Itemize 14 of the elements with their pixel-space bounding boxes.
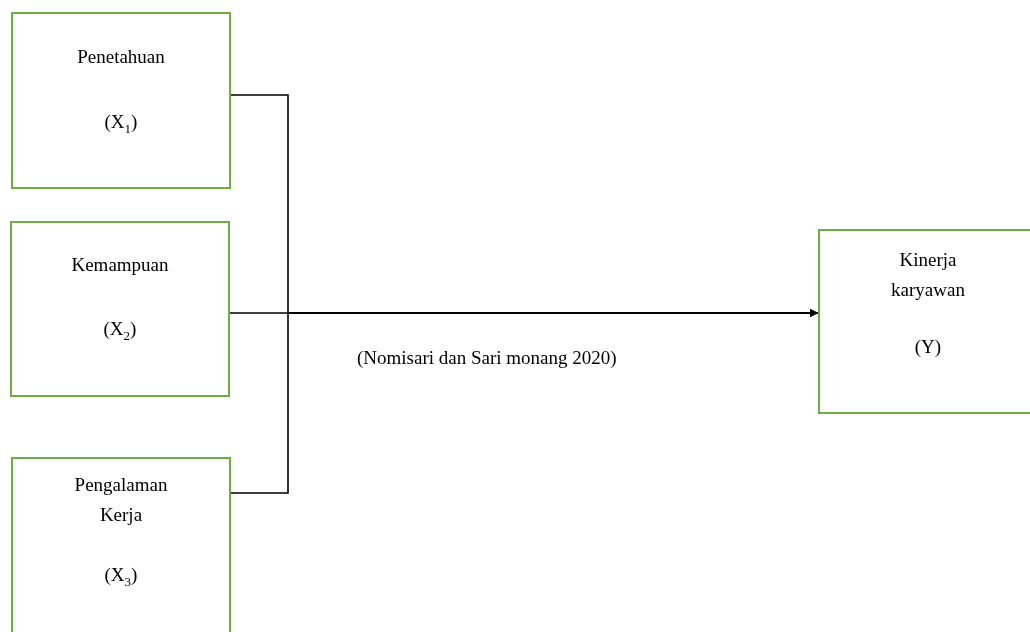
variable-name: Kemampuan (71, 253, 169, 277)
variable-symbol: (X$_{3}$) (104, 563, 138, 591)
source-citation: (Nomisari dan Sari monang 2020) (357, 346, 617, 370)
variable-symbol: (X$_{2}$) (103, 317, 137, 345)
variable-box (818, 229, 1030, 414)
arrow (230, 309, 819, 494)
variable-box (11, 12, 231, 189)
variable-name: Kinerja karyawan (890, 248, 966, 302)
variable-name: Penetahuan (77, 45, 165, 69)
variable-symbol: (Y) (914, 335, 942, 359)
variable-symbol: (X$_{1}$) (104, 110, 138, 138)
variable-box (10, 221, 230, 397)
variable-name: Pengalaman Kerja (73, 473, 169, 527)
variable-box (11, 457, 231, 632)
